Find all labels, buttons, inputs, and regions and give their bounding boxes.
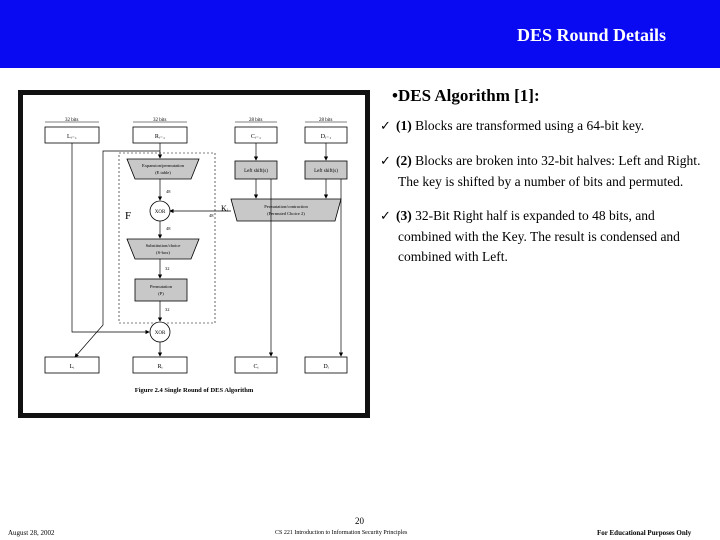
point-text: Blocks are transformed using a 64-bit ke… [411,118,645,133]
bits-48: 48 [166,189,171,194]
des-figure: 32 bits 32 bits 28 bits 28 bits Lᵢ₋₁ Rᵢ₋… [23,95,365,413]
box-r: Rᵢ [158,364,163,370]
bits-32: 32 [165,266,170,271]
bits-48c: 48 [166,226,171,231]
title-bar: DES Round Details [0,0,720,68]
box-r-prev: Rᵢ₋₁ [155,134,165,140]
f-label: F [125,210,131,222]
perm-label: Permutation [150,284,173,289]
box-d-prev: Dᵢ₋₁ [321,134,332,140]
expansion-label: Expansion/permutation [142,163,185,168]
bit-label: 32 bits [153,118,167,123]
des-round-diagram: 32 bits 32 bits 28 bits 28 bits Lᵢ₋₁ Rᵢ₋… [44,118,348,394]
point-number: (2) [396,153,412,168]
bullet-heading: •DES Algorithm [1]: [392,86,540,105]
check-icon: ✓ [380,209,391,224]
box-l-prev: Lᵢ₋₁ [67,134,77,140]
slide-title: DES Round Details [516,25,666,45]
footer-course: CS 221 Introduction to Information Secur… [275,530,408,536]
left-shift-2: Left shift(s) [314,169,338,174]
bit-label: 28 bits [249,118,263,123]
left-shift-1: Left shift(s) [244,169,268,174]
figure-caption: Figure 2.4 Single Round of DES Algorithm [135,387,254,394]
box-c: Cᵢ [254,364,259,370]
key-label: Kᵢ [221,204,229,213]
sbox-sub: (S-box) [156,250,170,255]
bit-label: 28 bits [319,118,333,123]
bullet-point-3: ✓ (3) 32-Bit Right half is expanded to 48… [380,206,710,267]
xor-1: XOR [155,210,166,215]
box-c-prev: Cᵢ₋₁ [251,134,261,140]
expansion-sub: (E table) [155,170,171,175]
bullet-list: •DES Algorithm [1]: ✓ (1) Blocks are tran… [380,86,710,281]
sbox-label: Substitution/choice [146,243,181,248]
pc2-label: Permutation/contraction [264,204,308,209]
bits-32b: 32 [165,307,170,312]
footer-date: August 28, 2002 [8,529,55,537]
point-text: 32-Bit Right half is expanded to 48 bits… [398,208,680,264]
footer-notice: For Educational Purposes Only [597,529,692,537]
bullet-point-2: ✓ (2) Blocks are broken into 32-bit halve… [380,151,710,192]
box-d: Dᵢ [323,364,328,370]
bits-48b: 48 [209,213,214,218]
box-l: Lᵢ [70,364,75,370]
point-number: (1) [396,118,412,133]
xor-2: XOR [155,331,166,336]
point-text: Blocks are broken into 32-bit halves: Le… [398,153,701,189]
bit-label: 32 bits [65,118,79,123]
page-number: 20 [355,516,364,526]
pc2-sub: (Permuted Choice 2) [267,211,305,216]
check-icon: ✓ [380,119,391,134]
check-icon: ✓ [380,154,391,169]
bullet-point-1: ✓ (1) Blocks are transformed using a 64-b… [380,116,710,137]
point-number: (3) [396,208,412,223]
des-figure-frame: 32 bits 32 bits 28 bits 28 bits Lᵢ₋₁ Rᵢ₋… [18,90,370,418]
perm-sub: (P) [158,291,164,296]
